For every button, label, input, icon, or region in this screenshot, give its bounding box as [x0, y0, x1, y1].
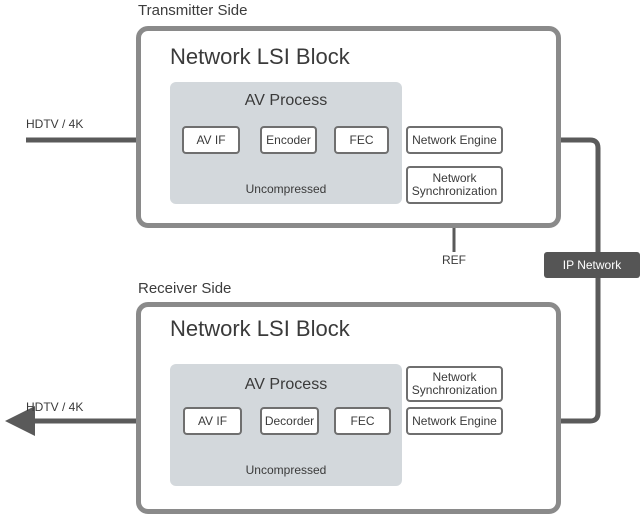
- tx-av-if-node: AV IF: [182, 126, 240, 154]
- tx-sync-line1: Network: [432, 171, 477, 185]
- rx-decoder-node: Decorder: [260, 407, 319, 435]
- rx-av-if-node: AV IF: [183, 407, 242, 435]
- rx-output-label: HDTV / 4K: [26, 400, 84, 414]
- ref-label: REF: [442, 253, 466, 267]
- transmitter-side-label: Transmitter Side: [138, 2, 248, 19]
- tx-sync-line2: Synchronization: [411, 184, 498, 198]
- tx-av-process-title: AV Process: [244, 92, 328, 109]
- ip-network-badge: IP Network: [544, 252, 640, 278]
- rx-sync-line1: Network: [432, 370, 477, 384]
- rx-block-title: Network LSI Block: [170, 316, 350, 341]
- rx-sync-line2: Synchronization: [411, 383, 498, 397]
- rx-av-process-title: AV Process: [244, 376, 328, 393]
- tx-block-title: Network LSI Block: [170, 44, 350, 69]
- tx-fec-node: FEC: [334, 126, 389, 154]
- tx-uncompressed-label: Uncompressed: [245, 182, 327, 196]
- rx-uncompressed-label: Uncompressed: [245, 463, 327, 477]
- tx-input-label: HDTV / 4K: [26, 117, 84, 131]
- ip-network-path: [503, 137, 601, 436]
- rx-network-engine-node: Network Engine: [406, 407, 503, 435]
- tx-network-engine-node: Network Engine: [406, 126, 503, 154]
- rx-fec-node: FEC: [334, 407, 391, 435]
- receiver-side-label: Receiver Side: [138, 280, 232, 297]
- tx-network-sync-node: Network Synchronization: [406, 166, 503, 204]
- rx-network-sync-node: Network Synchronization: [406, 366, 503, 402]
- tx-encoder-node: Encoder: [260, 126, 317, 154]
